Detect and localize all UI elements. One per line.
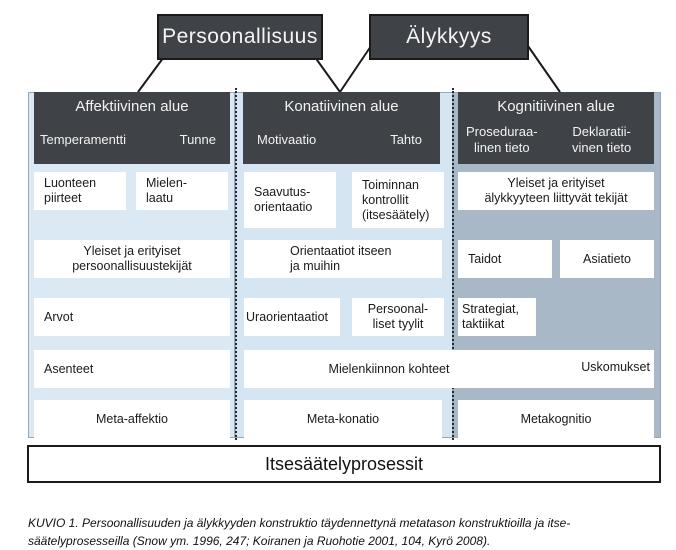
personality-label: Persoonallisuus	[162, 25, 318, 48]
cell-saavutusorientaatio: Saavutus- orientaatio	[244, 172, 336, 228]
cell-mielenkiinnon-kohteet: Mielenkiinnon kohteet	[244, 350, 654, 388]
cell-orientaatiot: Orientaatiot itseen ja muihin	[244, 240, 442, 278]
cell-persoonallisuustekijat: Yleiset ja erityiset persoonallisuusteki…	[34, 240, 230, 278]
cell-meta-affektio: Meta-affektio	[34, 400, 230, 438]
cell-strategiat: Strategiat, taktiikat	[458, 298, 536, 336]
separator-line-1	[235, 88, 237, 440]
cell-asiatieto: Asiatieto	[560, 240, 654, 278]
cell-metakognitio: Metakognitio	[458, 400, 654, 438]
self-regulation-box: Itsesäätelyprosessit	[27, 445, 661, 483]
cell-uskomukset: Uskomukset	[581, 360, 650, 374]
connector-lines	[137, 45, 561, 93]
conative-sub-right: Tahto	[390, 132, 422, 147]
cell-taidot: Taidot	[458, 240, 552, 278]
separator-line-2	[452, 88, 454, 440]
uskomukset-label-wrap: Uskomukset	[560, 360, 650, 378]
conative-title: Konatiivinen alue	[284, 98, 399, 115]
cell-luonteen-piirteet: Luonteen piirteet	[34, 172, 126, 210]
cell-uraorientaatiot: Uraorientaatiot	[244, 298, 340, 336]
cognitive-header: Kognitiivinen alue Proseduraa- linen tie…	[458, 92, 654, 164]
intelligence-box: Älykkyys	[369, 14, 529, 60]
self-regulation-label: Itsesäätelyprosessit	[264, 453, 424, 474]
affective-header: Affektiivinen alue Temperamentti Tunne	[34, 92, 230, 164]
cell-mielen-laatu: Mielen- laatu	[136, 172, 228, 210]
conative-header: Konatiivinen alue Motivaatio Tahto	[243, 92, 440, 164]
cell-meta-konatio: Meta-konatio	[244, 400, 442, 438]
conative-sub-left: Motivaatio	[257, 132, 317, 147]
intelligence-label: Älykkyys	[406, 25, 492, 48]
cell-persoonalliset-tyylit: Persoonal- liset tyylit	[352, 298, 444, 336]
cell-arvot: Arvot	[34, 298, 230, 336]
cognitive-sub-right: Deklaratii- vinen tieto	[572, 124, 632, 155]
cell-alykkyyteen-tekijat: Yleiset ja erityiset älykkyyteen liittyv…	[458, 172, 654, 210]
cognitive-title: Kognitiivinen alue	[497, 98, 615, 115]
cognitive-sub-left: Proseduraa- linen tieto	[466, 124, 538, 155]
affective-sub-left: Temperamentti	[40, 132, 126, 147]
affective-sub-right: Tunne	[179, 132, 216, 147]
cell-asenteet: Asenteet	[34, 350, 230, 388]
personality-box: Persoonallisuus	[157, 14, 323, 60]
affective-title: Affektiivinen alue	[75, 98, 189, 115]
cell-toiminnan-kontrollit: Toiminnan kontrollit (itsesäätely)	[352, 172, 444, 228]
